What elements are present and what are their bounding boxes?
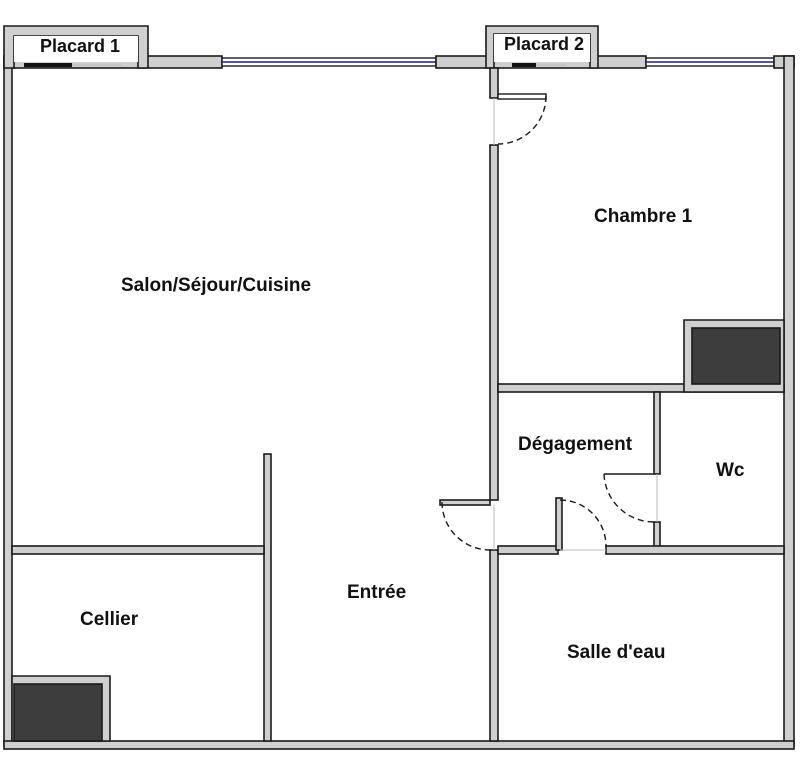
exterior-walls xyxy=(3,55,795,750)
label-degagement: Dégagement xyxy=(518,434,633,455)
door-wc xyxy=(603,473,658,523)
door-salle-eau xyxy=(559,499,607,551)
placard-2-label: Placard 2 xyxy=(504,34,584,54)
wall-sde-top-left xyxy=(497,545,559,555)
duct-chambre xyxy=(691,327,781,385)
room-labels: Salon/Séjour/Cuisine Chambre 1 Dégagemen… xyxy=(80,206,745,663)
label-cellier: Cellier xyxy=(80,609,139,630)
label-salon: Salon/Séjour/Cuisine xyxy=(121,275,311,296)
placard-1-label: Placard 1 xyxy=(40,36,120,56)
duct-cellier xyxy=(13,683,103,742)
wall-wc-left-bottom xyxy=(653,521,661,549)
label-salle-eau: Salle d'eau xyxy=(567,642,666,663)
placard-2-rail xyxy=(512,63,536,67)
placard-1: Placard 1 xyxy=(3,25,149,69)
door-chambre xyxy=(493,93,547,145)
entree-door-leaf xyxy=(439,499,491,506)
label-chambre: Chambre 1 xyxy=(594,206,693,227)
wall-chambre-left xyxy=(489,144,499,501)
wall-bottom xyxy=(3,740,795,750)
wall-right xyxy=(783,55,795,747)
window-top-chambre xyxy=(645,57,775,67)
wall-entree-left xyxy=(263,453,272,742)
wall-entree-right xyxy=(489,549,499,742)
ducts xyxy=(11,319,785,742)
placard-2: Placard 2 xyxy=(485,25,599,69)
door-entree xyxy=(441,501,495,551)
wall-left xyxy=(3,55,13,747)
doors xyxy=(441,93,658,551)
placard-1-rail xyxy=(24,63,72,67)
wall-cellier-top xyxy=(11,545,265,555)
sde-door-leaf xyxy=(555,497,563,551)
wall-wc-left-top xyxy=(653,391,661,475)
interior-walls xyxy=(11,67,785,742)
wall-chambre-left-top xyxy=(489,67,499,99)
label-wc: Wc xyxy=(716,460,745,481)
wall-sde-top-right xyxy=(605,545,785,555)
window-top-salon xyxy=(221,57,437,67)
label-entree: Entrée xyxy=(347,582,406,603)
